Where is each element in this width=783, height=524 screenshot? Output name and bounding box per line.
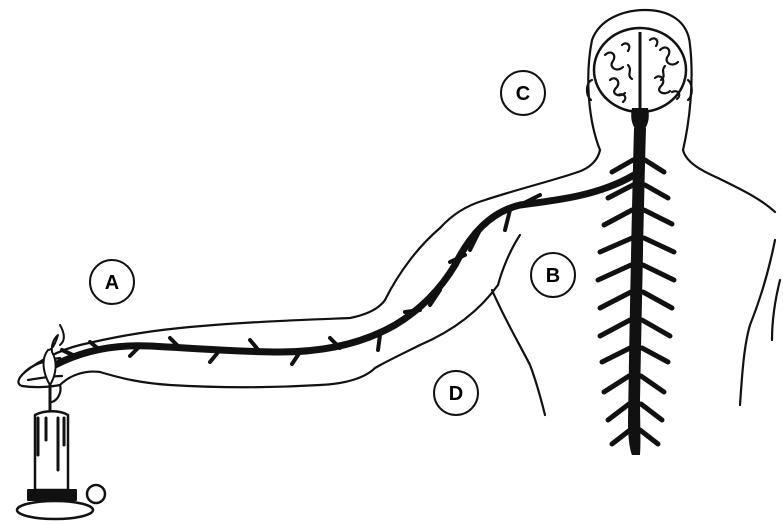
label-a: A xyxy=(90,260,134,304)
label-d-text: D xyxy=(449,383,463,405)
label-b-text: B xyxy=(546,265,560,287)
label-c-text: C xyxy=(516,83,530,105)
label-a-text: A xyxy=(105,272,119,294)
brain xyxy=(594,28,686,130)
label-c: C xyxy=(501,71,545,115)
label-b: B xyxy=(531,253,575,297)
arm-outline xyxy=(18,228,498,402)
label-d: D xyxy=(434,371,478,415)
